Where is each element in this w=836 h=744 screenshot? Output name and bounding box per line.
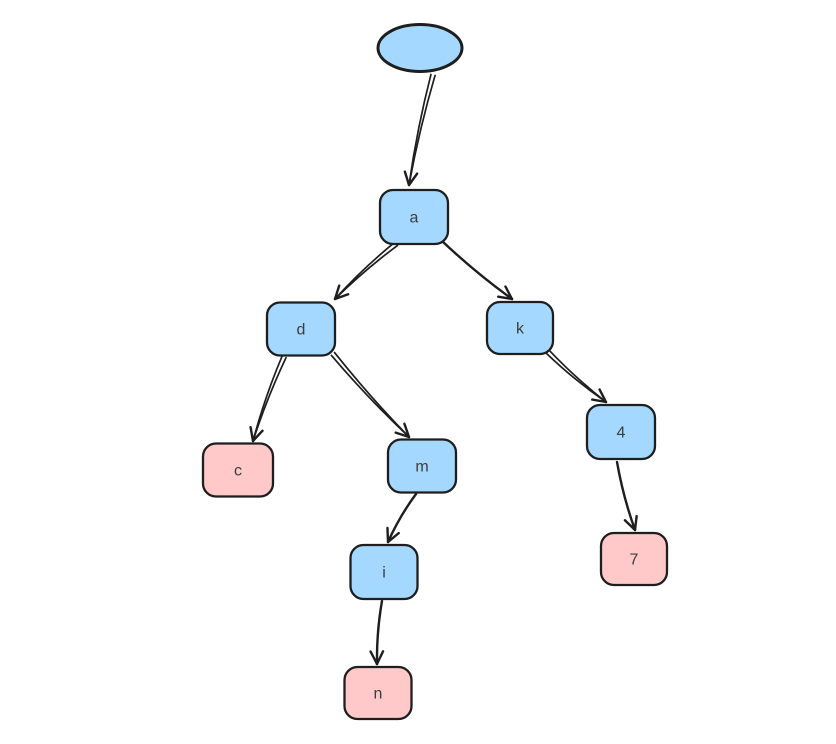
node-shape — [485, 300, 555, 356]
arrowhead-icon — [249, 426, 255, 443]
node-4: 4 — [585, 403, 657, 461]
arrowhead-icon — [623, 519, 637, 532]
node-label: k — [516, 321, 525, 338]
edge-a-d — [333, 241, 399, 301]
edge-d-c — [249, 355, 287, 443]
arrowhead-icon — [375, 650, 385, 666]
node-label: a — [410, 210, 419, 227]
arrowhead-icon — [598, 388, 608, 404]
edge-a-k — [440, 239, 514, 301]
node-label: c — [234, 463, 242, 480]
arrowhead-icon — [333, 293, 350, 301]
node-i: i — [349, 543, 419, 601]
node-label: m — [415, 459, 428, 476]
node-shape — [265, 301, 337, 357]
arrowhead-icon — [633, 514, 638, 532]
node-c: c — [201, 442, 275, 498]
node-k: k — [485, 300, 555, 356]
node-shape — [599, 531, 669, 587]
node-shape — [201, 442, 275, 498]
arrowhead-icon — [386, 531, 400, 544]
node-shape — [343, 665, 413, 721]
arrowhead-icon — [504, 285, 514, 301]
arrowhead-icon — [369, 650, 379, 666]
root-ellipse-shape — [376, 23, 464, 73]
arrowhead-icon — [407, 172, 419, 187]
edge-m-i — [386, 492, 418, 544]
node-label: d — [297, 322, 306, 339]
node-label: n — [374, 686, 383, 703]
node-label: 7 — [630, 552, 639, 569]
arrowhead-icon — [591, 398, 608, 404]
node-a: a — [378, 188, 450, 246]
node-7: 7 — [599, 531, 669, 587]
edge-4-7 — [615, 460, 638, 532]
arrowhead-icon — [333, 284, 341, 301]
edge-i-n — [369, 599, 385, 666]
node-shape — [378, 188, 450, 246]
edge-d-m — [330, 351, 411, 439]
node-shape — [585, 403, 657, 461]
arrowhead-icon — [386, 526, 390, 544]
node-label: i — [382, 565, 386, 582]
node-d: d — [265, 301, 337, 357]
node-shape — [349, 543, 419, 601]
node-n: n — [343, 665, 413, 721]
node-shape — [386, 438, 458, 494]
node-root-ellipse — [376, 23, 464, 73]
edge-k-4 — [544, 348, 608, 404]
arrowhead-icon — [496, 295, 514, 301]
node-m: m — [386, 438, 458, 494]
arrowhead-icon — [394, 431, 411, 439]
node-label: 4 — [617, 425, 626, 442]
arrowhead-icon — [403, 422, 411, 439]
arrowhead-icon — [403, 170, 411, 187]
arrowhead-icon — [251, 429, 264, 443]
edge-root-a — [403, 73, 436, 187]
